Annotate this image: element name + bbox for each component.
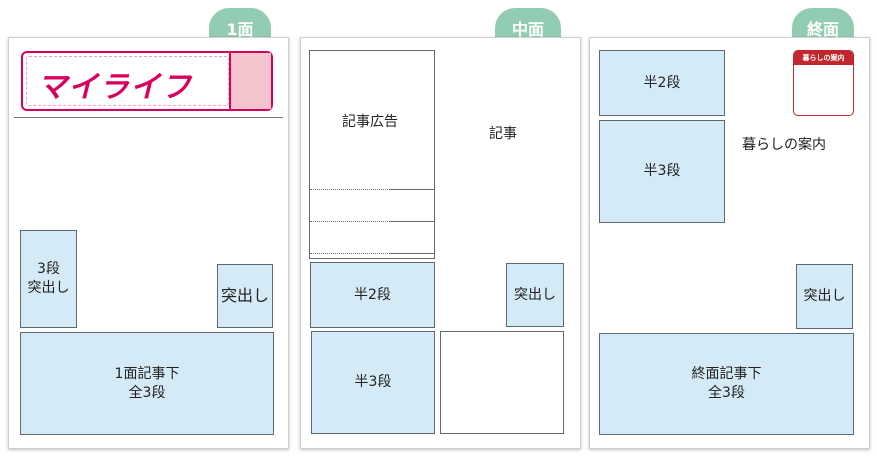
tab-middle-page-label: 中面 [511, 20, 544, 39]
block-last-bottom-full3: 終面記事下 全3段 [599, 333, 854, 435]
logo-inner-frame [26, 56, 229, 106]
block-empty [440, 331, 564, 434]
tab-last-page-label: 終面 [806, 20, 839, 39]
page-last: 半2段 半3段 暮らしの案内 暮らしの案内 突出し 終面記事下 全3段 [589, 37, 870, 449]
page-middle: 記事広告 記事 半2段 突出し 半3段 [300, 37, 581, 449]
ad-divider-dots-1 [310, 189, 390, 190]
kurashi-guide-badge: 暮らしの案内 [793, 50, 854, 116]
article-ad-label: 記事広告 [342, 114, 398, 130]
tab-page-1-label: 1面 [226, 20, 254, 39]
masthead-rule [14, 117, 283, 118]
page-1: マイライフ 3段 突出し 突出し 1面記事下 全3段 [8, 37, 289, 449]
block-tsukidashi: 突出し [506, 263, 564, 327]
kurashi-guide-label: 暮らしの案内 [742, 137, 826, 153]
kurashi-guide-badge-title: 暮らしの案内 [794, 51, 853, 65]
logo-text: マイライフ [37, 70, 192, 105]
block-page1-bottom-full3: 1面記事下 全3段 [20, 332, 274, 435]
ad-divider-line-1 [390, 189, 434, 190]
article-label: 記事 [489, 126, 517, 142]
block-tsukidashi: 突出し [796, 264, 853, 329]
block-3dan-tsukidashi: 3段 突出し [20, 230, 77, 328]
article-ad-area: 記事広告 [309, 50, 435, 259]
block-han3dan: 半3段 [599, 120, 725, 223]
block-han3dan: 半3段 [311, 331, 435, 434]
ad-divider-dots-3 [310, 253, 390, 254]
logo-accent-block [229, 53, 271, 109]
logo-banner: マイライフ [21, 51, 273, 111]
ad-divider-line-3 [390, 253, 434, 254]
ad-divider-line-2 [390, 221, 434, 222]
ad-divider-dots-2 [310, 221, 390, 222]
block-tsukidashi: 突出し [217, 264, 273, 328]
block-han2dan: 半2段 [310, 262, 435, 328]
block-han2dan: 半2段 [599, 50, 725, 116]
